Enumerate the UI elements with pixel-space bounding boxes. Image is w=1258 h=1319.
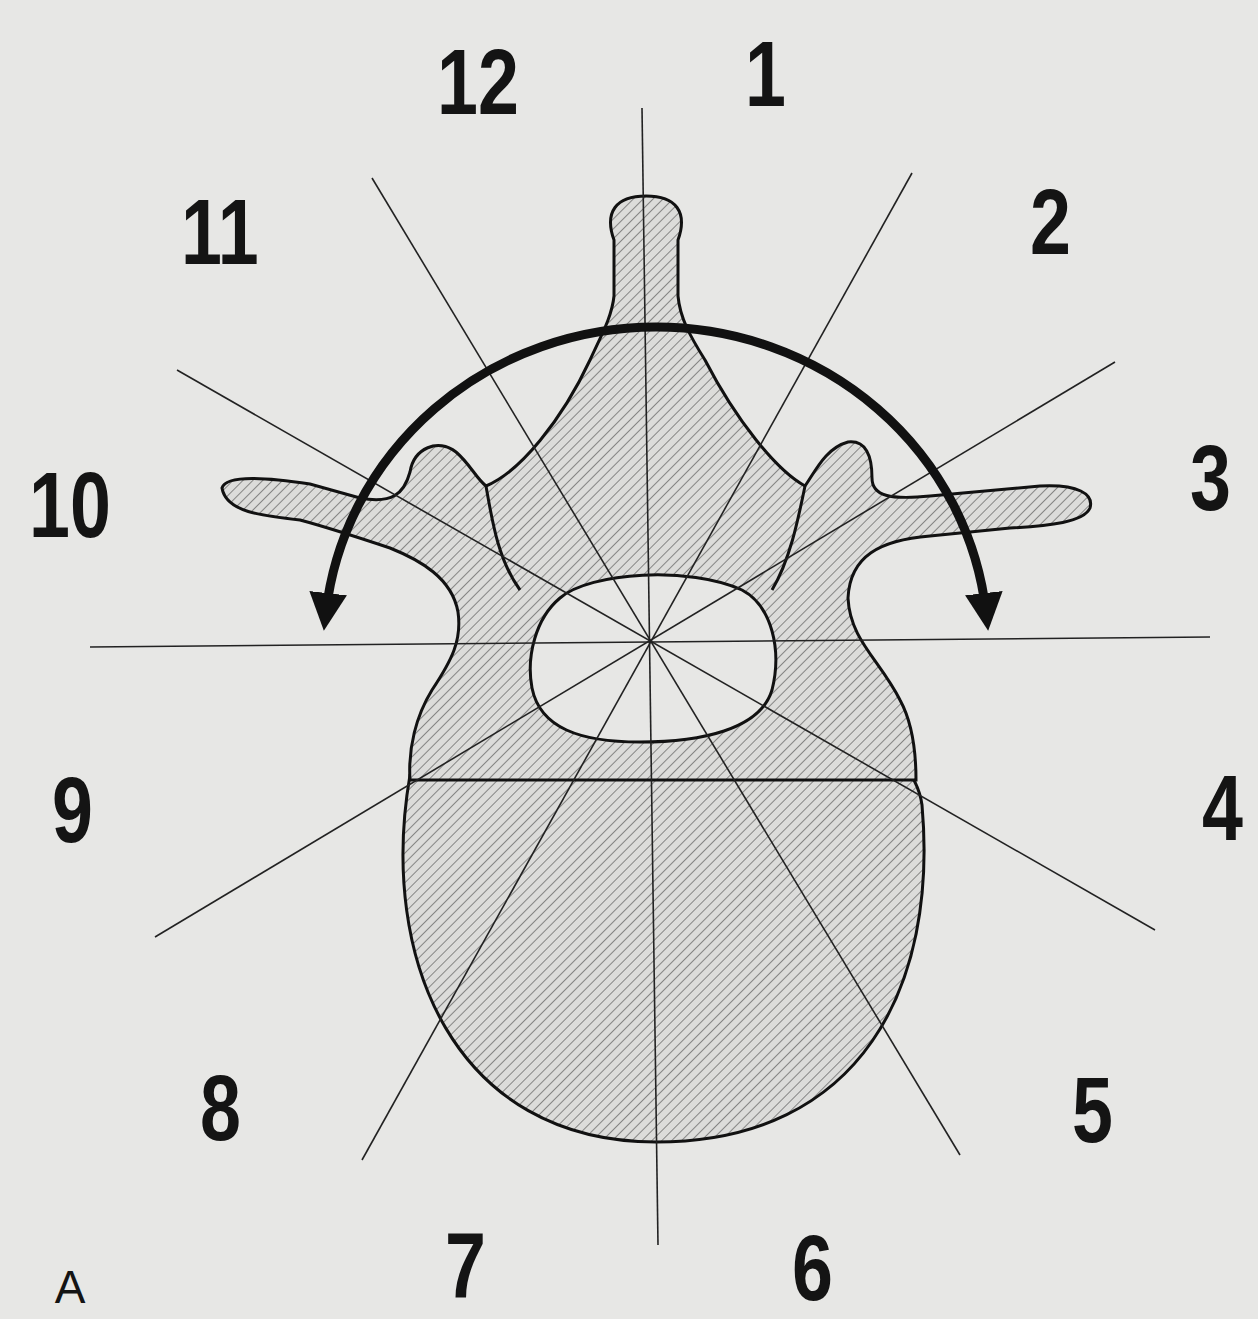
panel-letter: A: [55, 1264, 86, 1310]
clock-number: 11: [181, 186, 259, 278]
clock-number: 3: [1190, 432, 1231, 524]
rotation-arrow: [326, 327, 986, 612]
clock-number: 7: [445, 1219, 486, 1311]
clock-number: 2: [1030, 176, 1071, 268]
clock-line: [90, 108, 1210, 1245]
spinal-canal: [530, 575, 775, 742]
clock-number: 6: [792, 1222, 833, 1314]
vertebral-arch: [222, 196, 1091, 780]
clock-number: 5: [1072, 1064, 1113, 1156]
clock-number: 9: [52, 764, 93, 856]
vertebral-body: [403, 722, 924, 1142]
clock-number: 1: [745, 28, 786, 120]
clock-number: 12: [437, 36, 519, 128]
clock-number: 4: [1202, 762, 1243, 854]
clock-number: 8: [200, 1062, 241, 1154]
clock-number: 10: [29, 459, 111, 551]
